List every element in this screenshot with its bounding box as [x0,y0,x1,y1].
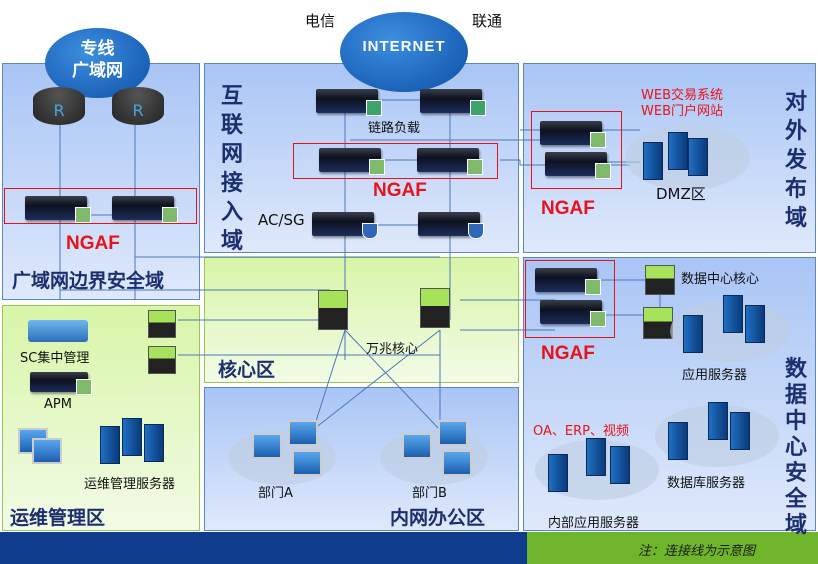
wan-cloud-label: 专线 [80,39,115,59]
internal-apps-label: OA、ERP、视频 [533,424,629,439]
apm-label: APM [44,397,72,412]
ac-gateway-icon [418,212,484,239]
ops-servers-icon [100,418,180,473]
ngaf-label: NGAF [373,180,427,201]
core-switch-icon [420,288,450,328]
dept-b-pc-icon [442,450,472,476]
ngaf-group-box [4,188,197,224]
ngaf-label: NGAF [66,233,120,254]
ops-servers-label: 运维管理服务器 [84,477,176,492]
router-icon: R [112,87,164,125]
dc-core-switch-icon [645,265,675,295]
ngaf-firewall-icon [540,121,606,148]
ngaf-label: NGAF [541,343,595,364]
ngaf-firewall-icon [25,196,91,223]
isp-telecom-label: 电信 [305,12,336,30]
link-load-balancer-icon [420,89,486,116]
footer-note: 注：连接线为示意图 [638,544,756,559]
ngaf-group-box [293,143,498,179]
wan-cloud-label: 广域网 [72,61,123,81]
ngaf-firewall-icon [417,148,483,175]
zone-label-datacenter: 数据中心安全域 [784,357,807,538]
link-lb-label: 链路负载 [368,121,421,136]
db-servers-label: 数据库服务器 [667,476,746,491]
dept-a-pc-icon [292,450,322,476]
dept-b-pc-icon [402,433,432,459]
core-switch-icon [318,290,348,330]
dmz-label: DMZ区 [656,185,706,203]
zone-label-internet: 互联网接入域 [220,84,243,254]
acsg-label: AC/SG [258,211,305,229]
isp-unicom-label: 联通 [472,12,503,30]
footer-bar-blue [0,532,527,564]
link-load-balancer-icon [316,89,382,116]
internet-cloud: INTERNET [340,12,468,92]
internal-servers-icon [548,438,648,493]
zone-label-dmz: 对外发布域 [784,90,807,231]
dc-core-label: 数据中心核心 [681,272,760,287]
wan-cloud: 专线 广域网 [45,28,150,98]
zone-label-office: 内网办公区 [390,507,486,529]
dmz-servers-icon [643,128,723,183]
internal-servers-label: 内部应用服务器 [548,516,640,531]
dept-b-pc-icon [438,420,468,446]
ngaf-firewall-icon [112,196,178,223]
zone-label-core: 核心区 [218,359,276,381]
app-servers-icon [683,295,783,353]
ngaf-group-box [525,260,615,338]
app-servers-label: 应用服务器 [682,368,748,383]
dept-a-pc-icon [288,420,318,446]
core-switch-label: 万兆核心 [366,342,419,357]
ac-gateway-icon [312,212,378,239]
web-trading-label: WEB交易系统 [641,88,723,103]
ngaf-group-box [531,111,622,189]
ngaf-firewall-icon [319,148,385,175]
footer-bar-green [527,532,818,564]
ops-pc-icon [32,438,62,464]
ngaf-label: NGAF [541,198,595,219]
zone-ops [2,305,200,531]
ngaf-firewall-icon [540,300,606,327]
router-icon: R [33,87,85,125]
dept-a-pc-icon [252,433,282,459]
web-portal-label: WEB门户网站 [641,104,723,119]
db-servers-icon [668,402,768,460]
sc-device-icon [28,320,88,342]
dept-a-label: 部门A [258,486,293,501]
ngaf-firewall-icon [545,152,611,179]
zone-label-ops: 运维管理区 [10,507,106,529]
ops-switch-icon [148,310,176,338]
dept-b-label: 部门B [412,486,447,501]
apm-device-icon [30,372,92,395]
dc-core-switch-icon [643,307,673,339]
zone-label-wan: 广域网边界安全域 [12,270,165,292]
ops-switch-icon [148,346,176,374]
ngaf-firewall-icon [535,268,601,295]
sc-label: SC集中管理 [20,351,90,366]
